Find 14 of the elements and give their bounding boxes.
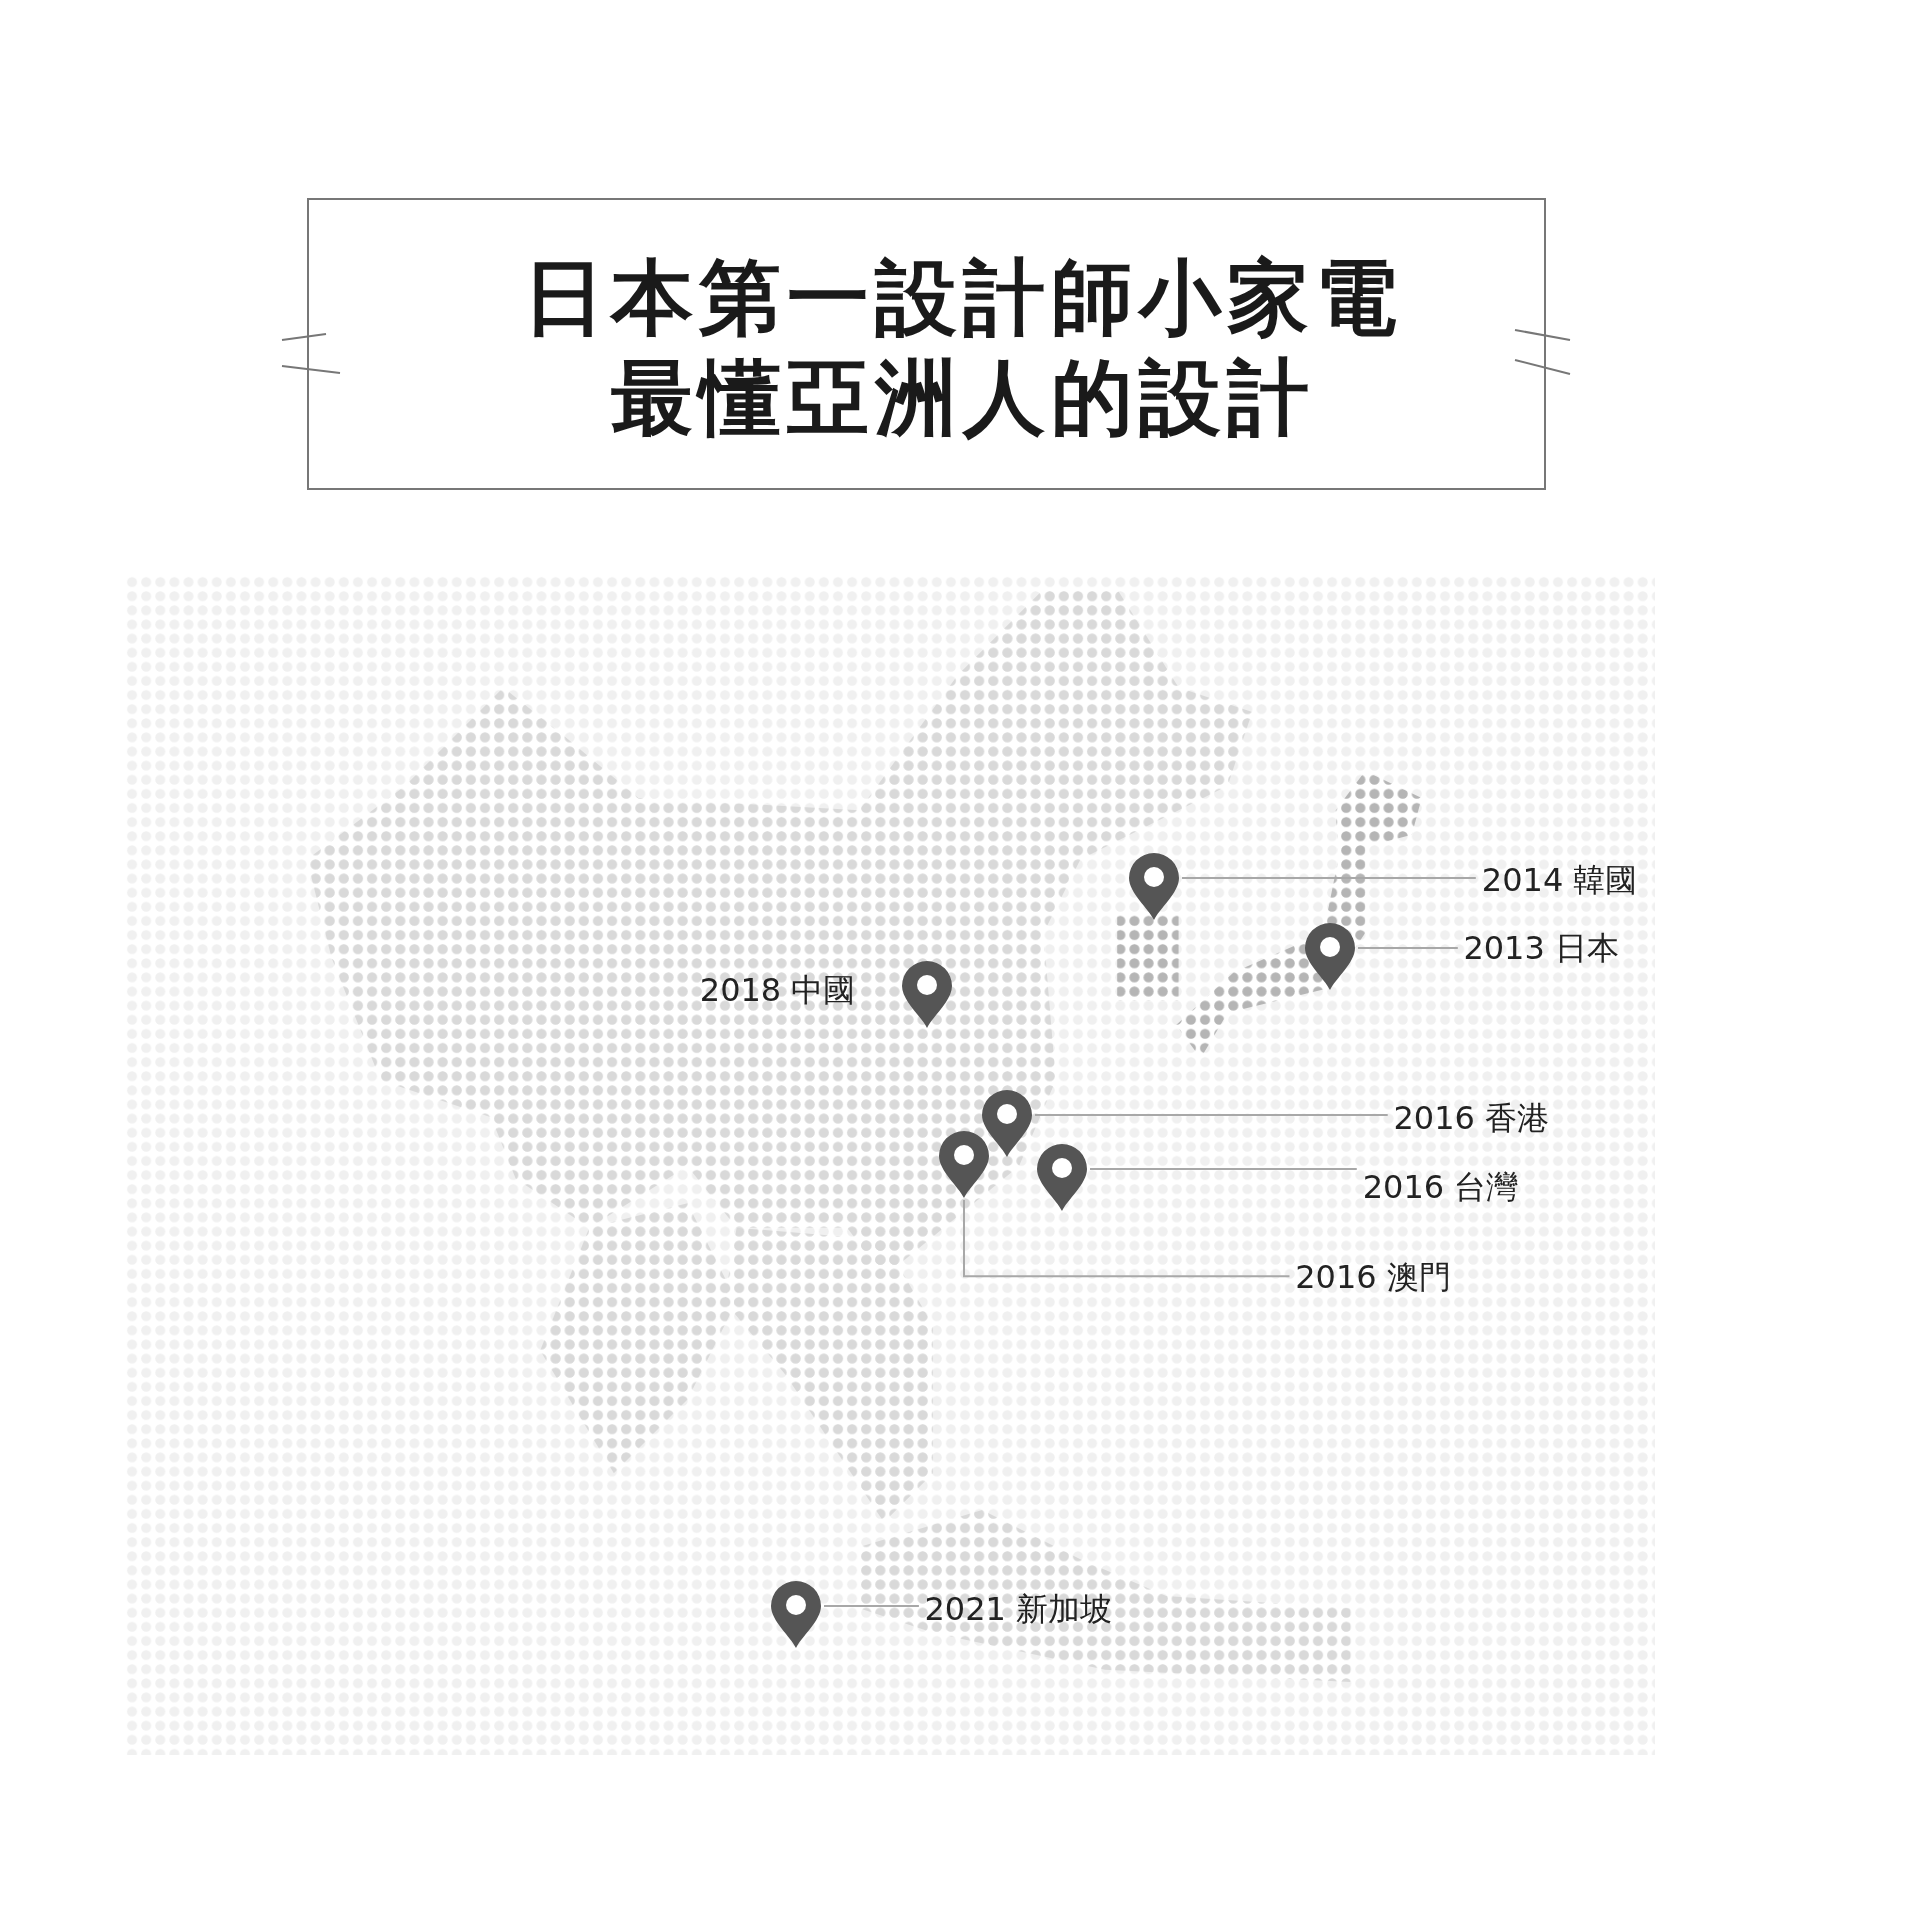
leader-line	[962, 1199, 1291, 1278]
leader-line	[1356, 946, 1459, 949]
title-heading: 日本第一設計師小家電最懂亞洲人的設計	[521, 249, 1404, 447]
place-label: 2013 日本	[1463, 927, 1619, 968]
place-label: 2016 香港	[1393, 1098, 1549, 1139]
place-label: 2016 台灣	[1362, 1167, 1519, 1208]
place-label: 2016 澳門	[1295, 1256, 1451, 1297]
leader-line	[1033, 1113, 1389, 1116]
place-label: 2014 韓國	[1481, 860, 1638, 901]
place-label: 2021 新加坡	[924, 1589, 1113, 1630]
leader-line	[1181, 876, 1477, 879]
leader-line	[1088, 1167, 1358, 1170]
leader-line	[822, 1604, 920, 1607]
place-label: 2018 中國	[699, 969, 856, 1010]
